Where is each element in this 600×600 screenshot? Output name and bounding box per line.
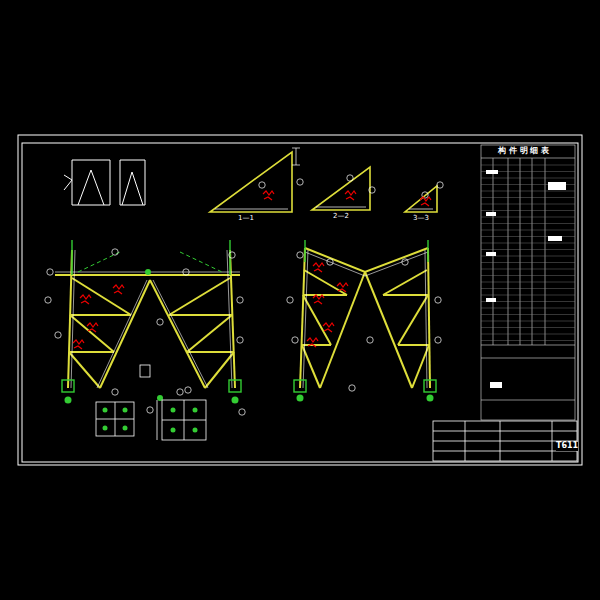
red-annotation <box>87 323 98 332</box>
red-annotation <box>345 191 356 200</box>
table-row-line <box>481 178 575 179</box>
callout-circle <box>292 337 298 343</box>
table-row-line <box>481 334 575 335</box>
callout-circle <box>185 387 191 393</box>
table-row-line <box>481 340 575 341</box>
red-annotation <box>313 295 324 304</box>
table-row-line <box>481 269 575 270</box>
callout-circle <box>112 389 118 395</box>
section-mark: 1—1 <box>238 215 254 223</box>
red-annotation <box>313 263 324 272</box>
callout-circle <box>259 182 265 188</box>
callout-circle <box>367 337 373 343</box>
callout-circle <box>177 389 183 395</box>
callout-circle <box>402 259 408 265</box>
table-row-line <box>481 217 575 218</box>
callout-circle <box>229 252 235 258</box>
red-annotation <box>337 283 348 292</box>
callout-circle <box>297 179 303 185</box>
callout-circle <box>437 182 443 188</box>
callout-circle <box>47 269 53 275</box>
table-row-line <box>481 262 575 263</box>
red-annotation <box>307 338 318 347</box>
red-annotation <box>80 295 91 304</box>
callout-circle <box>349 385 355 391</box>
callout-circle <box>183 269 189 275</box>
table-row-line <box>481 230 575 231</box>
callout-circle <box>347 175 353 181</box>
red-annotation <box>420 197 431 206</box>
callout-circle <box>239 409 245 415</box>
table-row-line <box>481 308 575 309</box>
table-row-line <box>481 275 575 276</box>
table-row-line <box>481 165 575 166</box>
table-row-line <box>481 197 575 198</box>
table-row-line <box>481 327 575 328</box>
callout-circle <box>297 252 303 258</box>
red-annotation <box>73 340 84 349</box>
red-annotation <box>263 191 274 200</box>
red-annotation <box>113 285 124 294</box>
table-row-line <box>481 243 575 244</box>
callout-circle <box>45 297 51 303</box>
table-row-line <box>481 295 575 296</box>
section-mark: 3—3 <box>413 215 429 223</box>
callout-circle <box>55 332 61 338</box>
table-row-line <box>481 210 575 211</box>
table-row-line <box>481 249 575 250</box>
table-row-line <box>481 204 575 205</box>
callout-circle <box>237 297 243 303</box>
drawing-number: T611 <box>556 442 578 451</box>
callout-circle <box>147 407 153 413</box>
callout-circle <box>369 187 375 193</box>
callout-circle <box>327 259 333 265</box>
callout-circle <box>435 337 441 343</box>
table-row-line <box>481 223 575 224</box>
callout-circle <box>237 337 243 343</box>
table-row-line <box>481 288 575 289</box>
red-annotation <box>323 323 334 332</box>
section-mark: 2—2 <box>333 213 349 221</box>
callout-circle <box>157 319 163 325</box>
callout-circle <box>435 297 441 303</box>
table-row-line <box>481 314 575 315</box>
callout-circle <box>112 249 118 255</box>
table-row-line <box>481 282 575 283</box>
table-row-line <box>481 321 575 322</box>
table-heading: 构 件 明 细 表 <box>498 147 549 156</box>
table-row-line <box>481 191 575 192</box>
callout-circle <box>287 297 293 303</box>
